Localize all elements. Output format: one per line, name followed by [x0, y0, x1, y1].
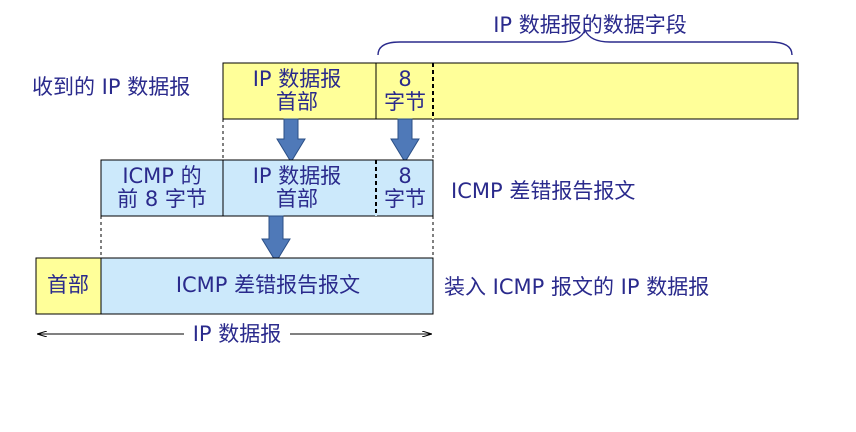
arrow-ip-header-down: [276, 118, 306, 163]
row3-header-box: [35, 257, 102, 315]
row1-ip-header-line1: IP 数据报: [253, 67, 342, 91]
icmp-error-msg-label: ICMP 差错报告报文: [451, 179, 635, 203]
data-field-brace-label: IP 数据报的数据字段: [493, 13, 687, 37]
row2-ip-header-line2: 首部: [276, 187, 318, 211]
row1-ip-header-box: [222, 62, 377, 120]
row1-eight-line2: 字节: [384, 90, 426, 114]
row3-icmp-box: [100, 257, 434, 315]
row1-data-remainder-box: [432, 62, 799, 120]
row2-eight-line1: 8: [398, 164, 411, 188]
row2-ip-header-box: [222, 159, 377, 217]
row1-ip-header-line2: 首部: [276, 90, 318, 114]
row3-icmp-label: ICMP 差错报告报文: [176, 273, 360, 297]
row2-icmp-front-line1: ICMP 的: [122, 164, 201, 188]
received-ip-label: 收到的 IP 数据报: [32, 75, 190, 99]
row1-eight-byte-box: [375, 62, 434, 120]
row1-eight-line1: 8: [398, 67, 411, 91]
row2-icmp-front-line2: 前 8 字节: [117, 187, 207, 211]
row3-header-label: 首部: [47, 273, 89, 297]
arrow-eight-byte-down: [390, 118, 420, 163]
arrow-icmp-down: [261, 215, 291, 263]
row2-icmp-front-box: [100, 159, 224, 217]
row2-ip-header-line1: IP 数据报: [253, 164, 342, 188]
row2-eight-byte-box: [375, 159, 434, 217]
data-field-brace: [377, 28, 793, 56]
packed-ip-label: 装入 ICMP 报文的 IP 数据报: [444, 275, 709, 299]
row2-eight-line2: 字节: [384, 187, 426, 211]
ip-datagram-span-label: IP 数据报: [193, 322, 282, 346]
